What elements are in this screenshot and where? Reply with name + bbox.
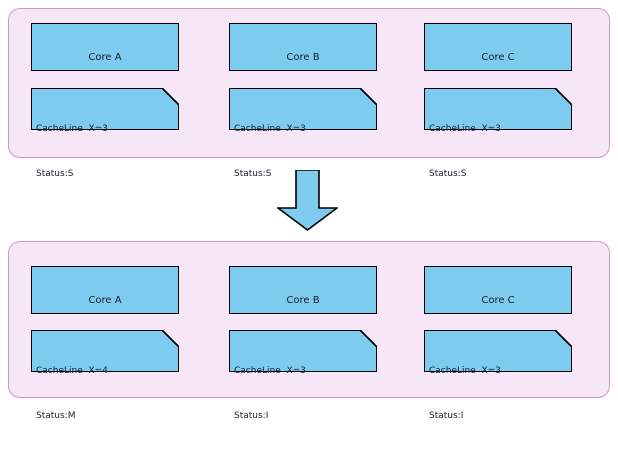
note-shape: [424, 330, 572, 372]
note-fold-icon: [162, 88, 179, 105]
status-value: Status:I: [234, 411, 269, 421]
core-box-c-before[interactable]: Core C: [424, 23, 572, 71]
core-label: Core C: [481, 52, 515, 63]
note-text: CacheLine X=3 Status:I: [429, 334, 501, 454]
cacheline-note-a-before[interactable]: CacheLine X=3 Status:S: [31, 88, 179, 179]
cacheline-value: CacheLine X=3: [234, 366, 306, 376]
core-label: Core B: [286, 52, 320, 63]
cacheline-note-b-before[interactable]: CacheLine X=3 Status:S: [229, 88, 377, 179]
core-label: Core C: [481, 295, 515, 306]
status-value: Status:S: [36, 169, 74, 179]
cacheline-value: CacheLine X=3: [429, 366, 501, 376]
note-shape: [31, 330, 179, 372]
cacheline-value: CacheLine X=3: [36, 124, 108, 134]
state-panel-before: Core A CacheLine X=3 Status:S Core B Cac…: [8, 8, 610, 179]
cacheline-value: CacheLine X=3: [429, 124, 501, 134]
state-panel-after: Core A CacheLine X=4 Status:M Core B Cac…: [8, 241, 610, 421]
note-text: CacheLine X=3 Status:I: [234, 334, 306, 454]
core-label: Core A: [88, 295, 122, 306]
note-fold-icon: [162, 330, 179, 347]
note-text: CacheLine X=3 Status:S: [429, 92, 501, 212]
status-value: Status:M: [36, 411, 76, 421]
core-label: Core B: [286, 295, 320, 306]
status-value: Status:S: [234, 169, 272, 179]
core-box-b-before[interactable]: Core B: [229, 23, 377, 71]
diagram-canvas: Core A CacheLine X=3 Status:S Core B Cac…: [8, 8, 610, 421]
status-value: Status:S: [429, 169, 467, 179]
cacheline-value: CacheLine X=4: [36, 366, 108, 376]
note-text: CacheLine X=3 Status:S: [234, 92, 306, 212]
core-box-c-after[interactable]: Core C: [424, 266, 572, 314]
downward-transition-arrow-icon: [277, 170, 338, 231]
core-box-a-after[interactable]: Core A: [31, 266, 179, 314]
note-fold-icon: [555, 330, 572, 347]
note-fold-icon: [360, 88, 377, 105]
note-shape: [424, 88, 572, 130]
note-text: CacheLine X=3 Status:S: [36, 92, 108, 212]
note-fold-icon: [555, 88, 572, 105]
cacheline-note-a-after[interactable]: CacheLine X=4 Status:M: [31, 330, 179, 421]
status-value: Status:I: [429, 411, 464, 421]
core-label: Core A: [88, 52, 122, 63]
cacheline-note-b-after[interactable]: CacheLine X=3 Status:I: [229, 330, 377, 421]
note-fold-icon: [360, 330, 377, 347]
cacheline-note-c-after[interactable]: CacheLine X=3 Status:I: [424, 330, 572, 421]
cacheline-value: CacheLine X=3: [234, 124, 306, 134]
note-shape: [31, 88, 179, 130]
cacheline-note-c-before[interactable]: CacheLine X=3 Status:S: [424, 88, 572, 179]
core-box-a-before[interactable]: Core A: [31, 23, 179, 71]
core-box-b-after[interactable]: Core B: [229, 266, 377, 314]
note-text: CacheLine X=4 Status:M: [36, 334, 108, 454]
note-shape: [229, 330, 377, 372]
note-shape: [229, 88, 377, 130]
